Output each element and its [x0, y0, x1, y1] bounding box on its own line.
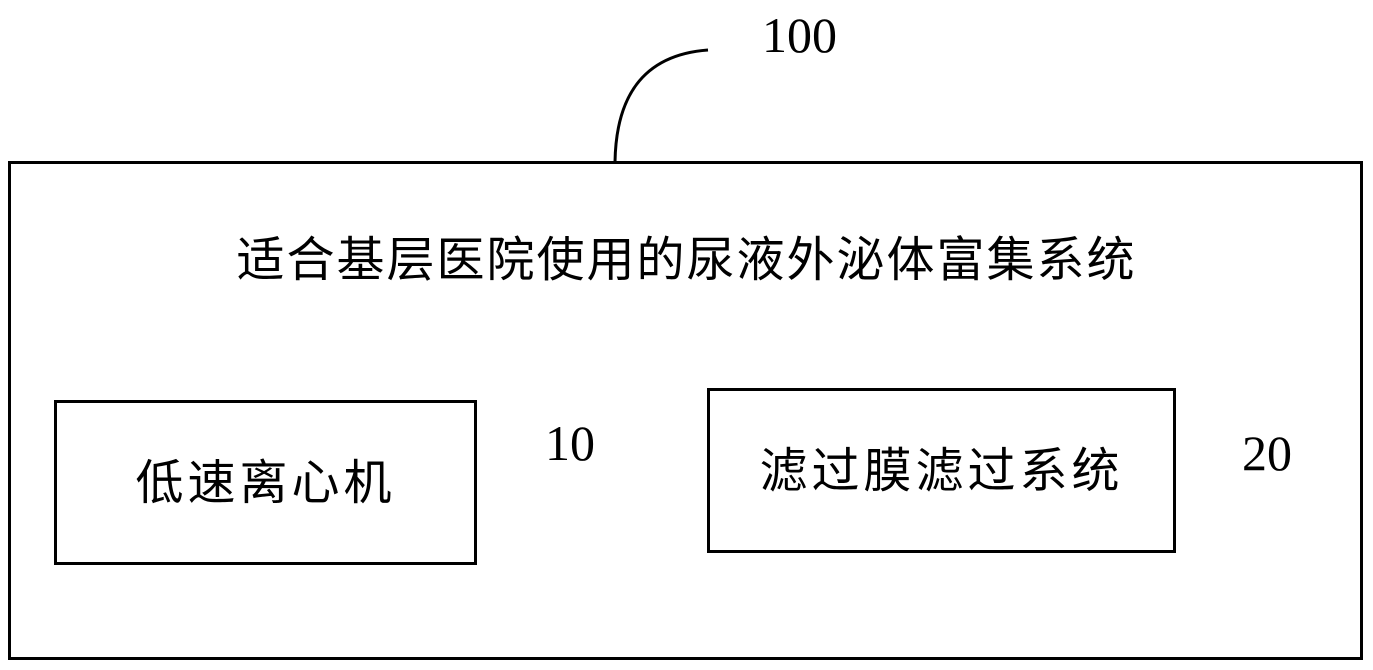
component-label-filtration: 滤过膜滤过系统	[759, 442, 1124, 499]
ref-label-20: 20	[1242, 425, 1292, 481]
component-label-centrifuge: 低速离心机	[135, 454, 396, 511]
system-title: 适合基层医院使用的尿液外泌体富集系统	[236, 232, 1137, 288]
component-box-filtration: 滤过膜滤过系统	[707, 388, 1176, 553]
ref-label-100: 100	[762, 7, 837, 63]
ref-label-10: 10	[545, 415, 595, 471]
component-box-centrifuge: 低速离心机	[54, 400, 477, 565]
leader-line-100	[613, 48, 709, 163]
